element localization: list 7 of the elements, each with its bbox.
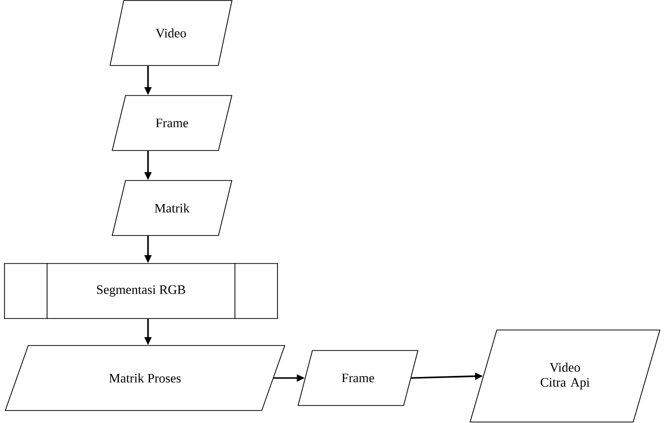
input-output-parallelogram: Video Citra Api [470, 330, 660, 422]
input-output-parallelogram: Frame [298, 350, 418, 406]
input-output-parallelogram: Matrik Proses [4, 345, 286, 411]
input-output-parallelogram: Frame [112, 95, 232, 151]
input-output-parallelogram: Video [110, 0, 232, 66]
predefined-process-box: Segmentasi RGB [4, 262, 278, 320]
input-output-parallelogram: Matrik [112, 180, 232, 236]
